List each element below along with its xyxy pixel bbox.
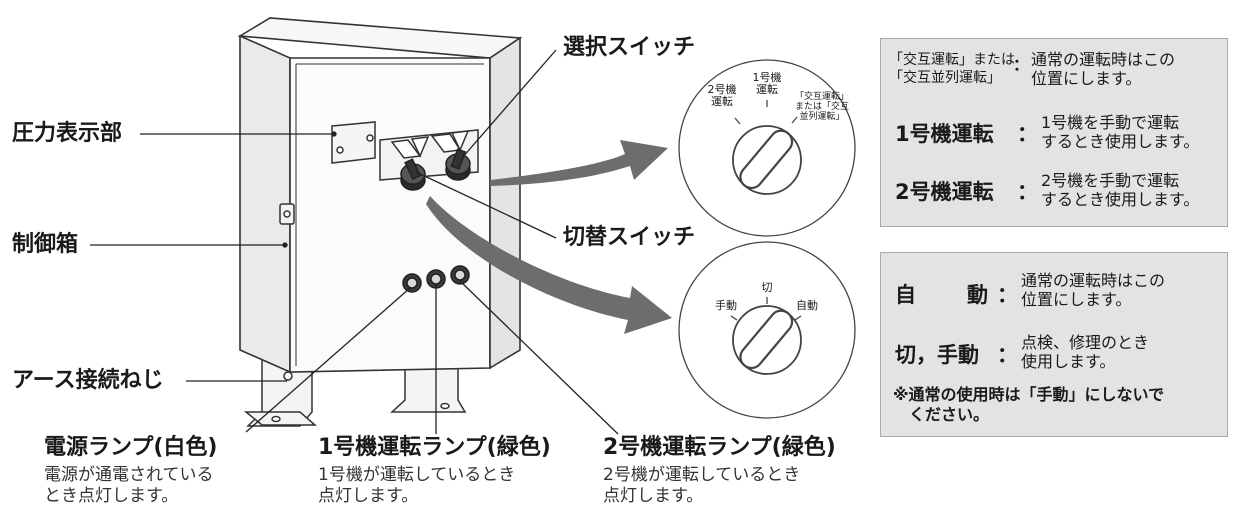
auto-term-a: 自	[895, 283, 916, 307]
row3-term: 2号機運転	[895, 180, 994, 204]
unit2-lamp-label: 2号機運転ランプ(緑色)	[603, 435, 836, 460]
dial-pos-alternate: 「交互運転」または「交互並列運転」	[794, 92, 849, 122]
changeover-switch-label: 切替スイッチ	[563, 225, 696, 250]
auto-text: 通常の運転時はこの位置にします。	[1021, 271, 1166, 309]
hinge	[279, 203, 295, 225]
unit1-lamp-desc: 1号機が運転しているとき点灯します。	[318, 465, 516, 506]
dial-pos-auto: 自動	[796, 299, 818, 312]
selector-knob	[445, 148, 471, 181]
auto-term-b: 動	[967, 283, 988, 307]
lamps	[402, 265, 470, 293]
changeover-explanation-box: 自 動 ： 通常の運転時はこの位置にします。 切，手動 ： 点検、修理のとき使用…	[880, 252, 1228, 437]
selector-explanation-box: 「交互運転」または「交互並列運転」 ： 通常の運転時はこの位置にします。 1号機…	[880, 38, 1228, 227]
power-lamp-desc: 電源が通電されているとき点灯します。	[44, 465, 214, 506]
row2-term: 1号機運転	[895, 122, 994, 146]
changeover-dial-face	[678, 241, 856, 419]
row1-text: 通常の運転時はこの位置にします。	[1031, 50, 1176, 88]
pressure-panel	[331, 121, 376, 164]
changeover-arrow	[426, 196, 672, 334]
unit2-lamp-desc: 2号機が運転しているとき点灯します。	[603, 465, 801, 506]
row3-text: 2号機を手動で運転するとき使用します。	[1041, 171, 1200, 209]
dial-pos-off: 切	[761, 281, 773, 294]
unit1-lamp-label: 1号機運転ランプ(緑色)	[318, 435, 551, 460]
leader-lines	[90, 49, 619, 435]
dial-pos-unit1: 1号機運転	[752, 71, 782, 96]
usage-note: ※通常の使用時は「手動」にしないで ください。	[893, 385, 1165, 424]
off-manual-text: 点検、修理のとき使用します。	[1021, 333, 1150, 371]
control-box-label: 制御箱	[12, 232, 79, 257]
selector-switch-label: 選択スイッチ	[563, 35, 696, 60]
off-manual-term: 切，手動	[895, 343, 979, 367]
control-box-body	[237, 17, 523, 374]
selector-dial-face	[678, 59, 856, 237]
earth-screw-label: アース接続ねじ	[12, 368, 164, 393]
earth-screw	[283, 371, 293, 381]
dial-pos-manual: 手動	[715, 299, 737, 312]
changeover-knob	[400, 158, 426, 191]
selector-arrow	[490, 140, 668, 186]
power-lamp-label: 電源ランプ(白色)	[44, 435, 218, 460]
pressure-display-label: 圧力表示部	[12, 121, 123, 146]
row2-text: 1号機を手動で運転するとき使用します。	[1041, 113, 1200, 151]
dial-pos-unit2: 2号機運転	[707, 83, 737, 108]
row1-term: 「交互運転」または「交互並列運転」	[889, 52, 1015, 86]
